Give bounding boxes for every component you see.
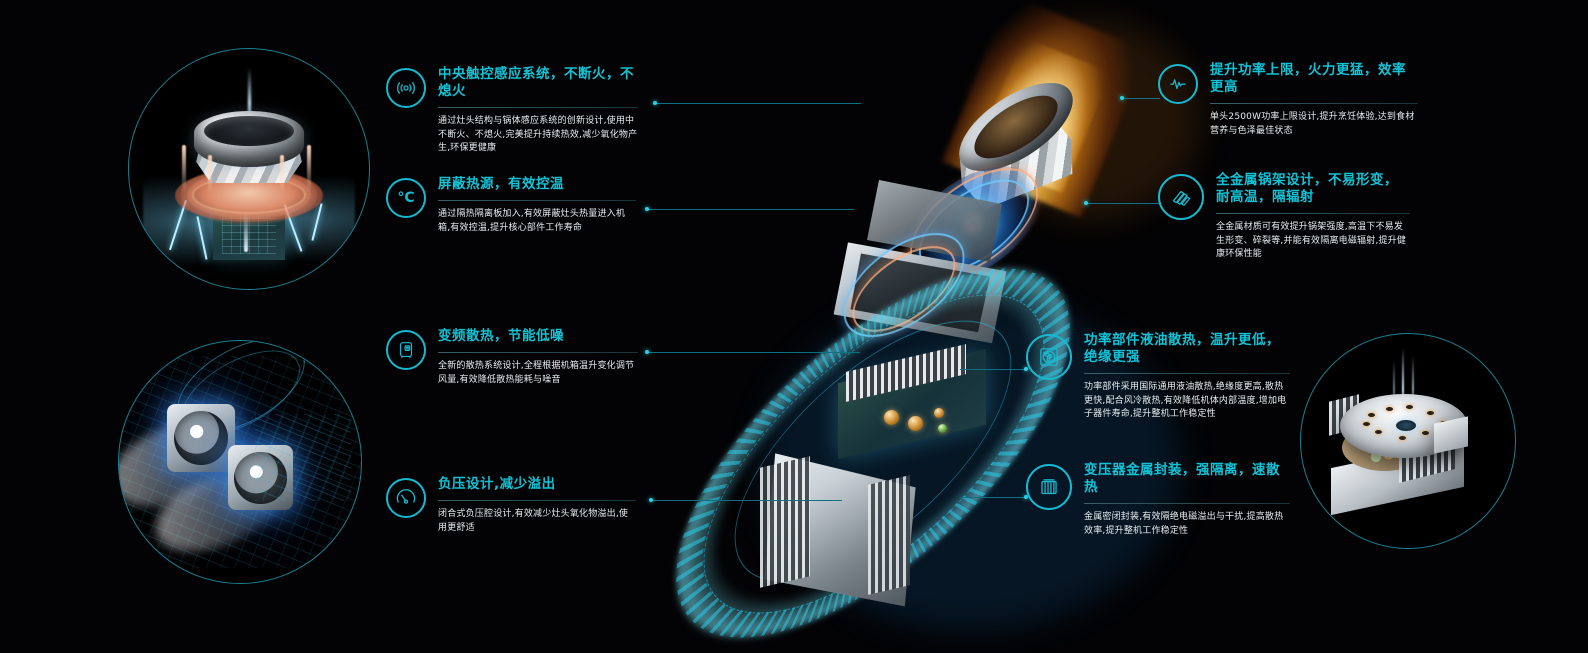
capacitor-4 bbox=[938, 424, 947, 433]
capacitor-3 bbox=[934, 408, 944, 418]
feature-description: 全金属材质可有效提升锅架强度,高温下不易发生形变、碎裂等,并能有效隔离电磁辐射,… bbox=[1216, 222, 1407, 259]
chassis-fins bbox=[760, 456, 810, 588]
appliance-icon bbox=[386, 330, 426, 370]
connector-dot-2 bbox=[645, 207, 649, 211]
feature-central-touch-sensing[interactable]: 中央触控感应系统，不断火，不熄火 通过灶头结构与锅体感应系统的创新设计,使用中不… bbox=[386, 66, 638, 156]
feature-description: 通过隔热隔离板加入,有效屏蔽灶头热量进入机箱,有效控温,提升核心部件工作寿命 bbox=[438, 209, 626, 233]
sensor-wave-icon bbox=[386, 68, 426, 108]
cooling-fans-panel bbox=[118, 340, 362, 584]
connector-line-2 bbox=[648, 209, 854, 210]
feature-heat-shielding[interactable]: °C 屏蔽热源，有效控温 通过隔热隔离板加入,有效屏蔽灶头热量进入机箱,有效控温… bbox=[386, 176, 636, 235]
feature-negative-pressure[interactable]: 负压设计,减少溢出 闭合式负压腔设计,有效减少灶头氧化物溢出,使用更舒适 bbox=[386, 476, 636, 535]
fan-unit-icon bbox=[1026, 334, 1072, 380]
capacitor-1 bbox=[884, 410, 899, 425]
ignition-beam bbox=[247, 68, 251, 139]
connector-dot-4 bbox=[649, 498, 653, 502]
feature-title: 提升功率上限，火力更猛，效率更高 bbox=[1210, 62, 1406, 95]
feature-divider bbox=[1210, 103, 1418, 104]
heatsink-cooking-panel bbox=[1300, 333, 1516, 549]
feature-divider bbox=[1084, 503, 1290, 504]
feature-divider bbox=[438, 200, 636, 201]
connector-dot-6 bbox=[1084, 201, 1088, 205]
pulse-icon bbox=[1158, 64, 1198, 104]
feature-title: 屏蔽热源，有效控温 bbox=[438, 176, 564, 192]
transformer-icon bbox=[1026, 464, 1072, 510]
feature-divider bbox=[438, 107, 638, 108]
connector-dot-7 bbox=[1024, 367, 1028, 371]
feature-description: 金属密闭封装,有效隔绝电磁溢出与干扰,提高散热效率,提升整机工作稳定性 bbox=[1084, 512, 1284, 536]
connector-line-5 bbox=[1122, 98, 1160, 99]
burner-cap bbox=[193, 111, 305, 167]
feature-title: 功率部件液油散热，温升更低，绝缘更强 bbox=[1084, 332, 1280, 365]
feature-description: 功率部件采用国际通用液油散热,绝缘度更高,散热更快,配合风冷散热,有效降低机体内… bbox=[1084, 382, 1287, 419]
feature-description: 全新的散热系统设计,全程根据机箱温升变化调节风量,有效降低散热能耗与噪音 bbox=[438, 361, 635, 385]
connector-dot-3 bbox=[645, 350, 649, 354]
feature-title: 中央触控感应系统，不断火，不熄火 bbox=[438, 66, 634, 99]
feature-power-upper-limit[interactable]: 提升功率上限，火力更猛，效率更高 单头2500W功率上限设计,提升烹饪体验,达到… bbox=[1158, 62, 1418, 138]
feature-divider bbox=[438, 500, 636, 501]
feature-description: 闭合式负压腔设计,有效减少灶头氧化物溢出,使用更舒适 bbox=[438, 509, 629, 533]
feature-liquid-oil-cooling[interactable]: 功率部件液油散热，温升更低，绝缘更强 功率部件采用国际通用液油散热,绝缘度更高,… bbox=[1026, 332, 1290, 422]
feature-description: 单头2500W功率上限设计,提升烹饪体验,达到食材营养与色泽最佳状态 bbox=[1210, 112, 1415, 136]
connector-dot-8 bbox=[1024, 495, 1028, 499]
feature-variable-frequency-cooling[interactable]: 变频散热，节能低噪 全新的散热系统设计,全程根据机箱温升变化调节风量,有效降低散… bbox=[386, 328, 638, 387]
connector-line-1 bbox=[656, 103, 861, 104]
chassis-fins-right bbox=[868, 475, 910, 595]
connector-line-7 bbox=[960, 369, 1026, 370]
celsius-icon: °C bbox=[386, 178, 426, 218]
cooling-fan-right bbox=[227, 445, 294, 511]
feature-description: 通过灶头结构与锅体感应系统的创新设计,使用中不断火、不熄火,完美提升持续热效,减… bbox=[438, 116, 638, 153]
connector-line-8 bbox=[960, 497, 1026, 498]
capacitor-2 bbox=[908, 416, 923, 431]
connector-line-4 bbox=[652, 500, 842, 501]
feature-divider bbox=[1084, 373, 1290, 374]
burner-assembly-panel bbox=[128, 48, 370, 290]
feature-divider bbox=[1216, 213, 1410, 214]
connector-dot-5 bbox=[1120, 96, 1124, 100]
cooling-fan-left bbox=[167, 403, 236, 472]
metal-bars-icon bbox=[1158, 174, 1204, 220]
feature-title: 变频散热，节能低噪 bbox=[438, 328, 564, 344]
connector-line-6 bbox=[1086, 203, 1160, 204]
feature-transformer-metal-enclosure[interactable]: 变压器金属封装，强隔离，速散热 金属密闭封装,有效隔绝电磁溢出与干扰,提高散热效… bbox=[1026, 462, 1290, 538]
connector-dot-1 bbox=[653, 101, 657, 105]
feature-all-metal-pan-support[interactable]: 全金属锅架设计，不易形变，耐高温，隔辐射 全金属材质可有效提升锅架强度,高温下不… bbox=[1158, 172, 1410, 262]
connector-line-3 bbox=[648, 352, 860, 353]
feature-title: 变压器金属封装，强隔离，速散热 bbox=[1084, 462, 1280, 495]
exploded-product-view bbox=[640, 0, 1149, 653]
feature-divider bbox=[438, 352, 638, 353]
feature-title: 全金属锅架设计，不易形变，耐高温，隔辐射 bbox=[1216, 172, 1398, 205]
feature-title: 负压设计,减少溢出 bbox=[438, 476, 556, 492]
gauge-icon bbox=[386, 478, 426, 518]
